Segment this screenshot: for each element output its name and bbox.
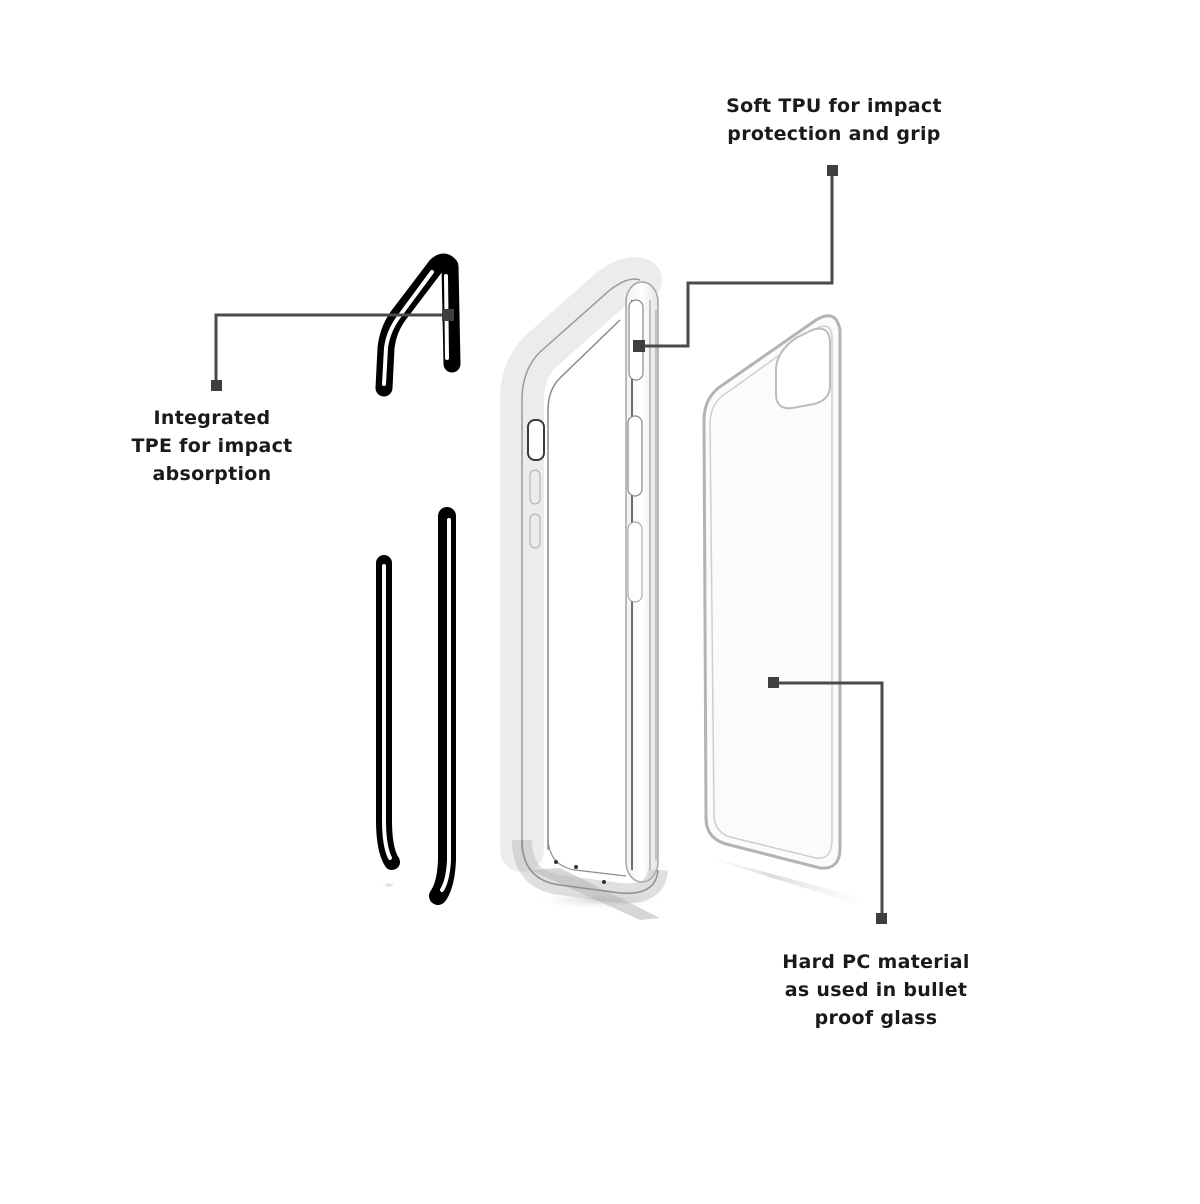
callout-connectors <box>214 170 884 918</box>
marker-soft-tpu-target <box>633 340 645 352</box>
callout-label-hard-pc: Hard PC material as used in bullet proof… <box>760 948 992 1032</box>
tpu-bumper-frame <box>500 257 670 920</box>
callout-line: Integrated <box>153 407 271 429</box>
tpe-left-short-strip <box>376 555 400 888</box>
tpe-top-corner-strip <box>375 253 461 397</box>
callout-label-soft-tpu: Soft TPU for impact protection and grip <box>700 92 968 148</box>
callout-line: TPE for impact <box>131 435 293 457</box>
tpe-left-long-strip <box>429 507 456 905</box>
callout-line: Soft TPU for impact <box>726 95 942 117</box>
callout-markers <box>211 165 887 924</box>
marker-integrated-tpe-label-end <box>211 380 222 391</box>
pc-back-plate <box>702 314 870 905</box>
marker-soft-tpu-label-end <box>827 165 838 176</box>
callout-line: protection and grip <box>727 123 941 145</box>
callout-line: Hard PC material <box>782 951 970 973</box>
callout-line: as used in bullet <box>784 979 968 1001</box>
callout-line: absorption <box>152 463 272 485</box>
connector-hard-pc <box>774 681 884 918</box>
callout-line: proof glass <box>814 1007 938 1029</box>
connector-soft-tpu <box>639 170 834 348</box>
marker-hard-pc-label-end <box>876 913 887 924</box>
marker-hard-pc-target <box>768 677 779 688</box>
callout-label-integrated-tpe: Integrated TPE for impact absorption <box>112 404 312 488</box>
connector-integrated-tpe <box>214 313 448 385</box>
marker-integrated-tpe-target <box>442 309 454 321</box>
